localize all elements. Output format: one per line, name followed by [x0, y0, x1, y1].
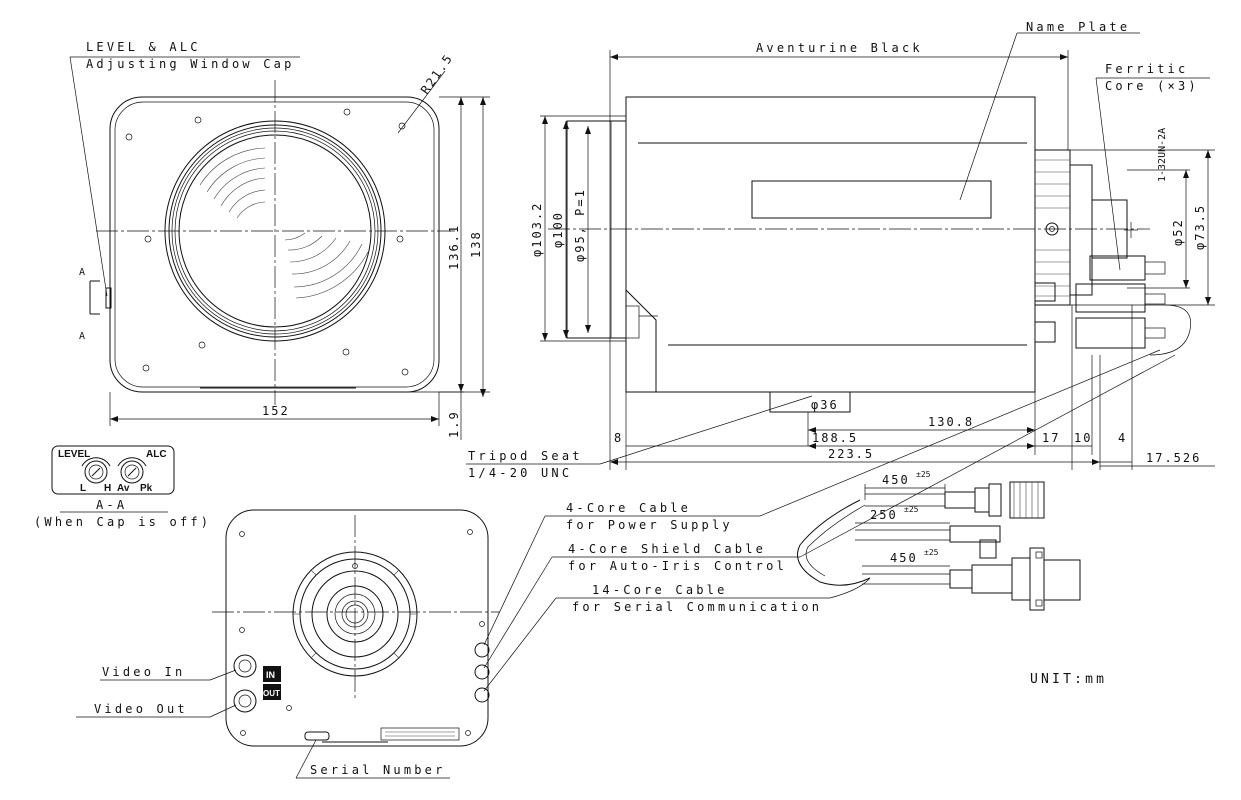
section-mark-a-top: A: [79, 267, 85, 278]
auto-iris-connector: [949, 525, 1001, 543]
alc-knob-label: ALC: [146, 449, 167, 460]
dim-height-138: 138: [469, 230, 483, 258]
cable2-tolerance: ±25: [904, 505, 919, 514]
front-screws: [125, 108, 409, 376]
dim-dia-36: φ36: [811, 398, 839, 412]
dim-len-4: 4: [1118, 431, 1127, 445]
video-out-label: Video Out: [94, 702, 188, 716]
cable2-length: 250: [870, 508, 898, 522]
section-note: (When Cap is off): [34, 515, 211, 529]
cable3-tolerance: ±25: [924, 548, 939, 557]
dim-len-188-5: 188.5: [812, 431, 858, 445]
adjusting-window-cap: [105, 287, 112, 309]
video-in-connector: [233, 654, 257, 678]
rear-body-outline: [225, 509, 489, 747]
video-out-connector: [233, 689, 257, 713]
cable2-title: 4-Core Shield Cable: [568, 542, 766, 556]
thread-spec-label: 1-32UN-2A: [1157, 128, 1168, 182]
dim-len-130-8: 130.8: [928, 415, 974, 429]
level-knob-label: LEVEL: [58, 449, 90, 460]
knob-av-label: Av: [117, 483, 130, 494]
adjusting-cap-label: Adjusting Window Cap: [86, 57, 295, 71]
knob-l-label: L: [80, 483, 86, 494]
serial-number-label: Serial Number: [310, 763, 446, 777]
side-view: Name Plate Aventurine Black Ferritic Cor…: [466, 20, 1215, 480]
cable-gland-2: [474, 664, 490, 680]
cable3-purpose: for Serial Communication: [572, 600, 822, 614]
front-view: A A LEVEL & ALC Adjusting Window Cap R21…: [69, 40, 490, 440]
dim-dia-95: φ95, P=1: [573, 188, 587, 262]
cable-gland-1: [474, 642, 490, 658]
serial-connector: [949, 569, 973, 589]
side-body-outline: [625, 96, 1036, 393]
cable3-title: 14-Core Cable: [592, 583, 728, 597]
section-a-a: LEVEL ALC L H Av Pk A-A (When Cap is off…: [34, 445, 211, 529]
dim-len-8: 8: [614, 431, 623, 445]
in-badge-label: IN: [266, 670, 275, 680]
rear-view: IN OUT Video In Video Out Serial Number: [76, 509, 500, 779]
alc-knob: [120, 460, 144, 484]
cable2-purpose: for Auto-Iris Control: [568, 559, 787, 573]
rear-knurled-ring: [1034, 149, 1071, 306]
dim-offset-1-9: 1.9: [447, 410, 461, 438]
cable-gland-3: [474, 687, 490, 703]
ferrite-core-3: [1075, 317, 1146, 349]
tripod-thread-label: 1/4-20 UNC: [468, 466, 572, 480]
serial-number-slot: [304, 731, 330, 741]
power-connector: [944, 491, 976, 509]
level-knob: [84, 460, 108, 484]
in-badge: [263, 666, 281, 682]
tripod-seat-label: Tripod Seat: [468, 449, 583, 463]
color-finish-label: Aventurine Black: [756, 41, 923, 55]
out-badge: [263, 684, 281, 700]
dim-dia-103-2: φ103.2: [530, 202, 544, 257]
ferritic-label: Ferritic: [1105, 62, 1188, 76]
out-badge-label: OUT: [263, 689, 280, 698]
name-plate-label: Name Plate: [1026, 20, 1130, 34]
cable1-length: 450: [882, 473, 910, 487]
dim-dia-73-5: φ73.5: [1193, 204, 1207, 250]
knob-pk-label: Pk: [140, 483, 153, 494]
dim-dia-100: φ100: [551, 211, 565, 248]
knob-h-label: H: [104, 483, 111, 494]
cable1-tolerance: ±25: [916, 470, 931, 479]
unit-label: UNIT:mm: [1030, 672, 1107, 687]
section-title: A-A: [96, 498, 127, 512]
radius-label: R21.5: [418, 51, 456, 97]
dim-len-17-526: 17.526: [1146, 451, 1201, 465]
dim-len-10: 10: [1074, 431, 1092, 445]
knob-panel: [51, 445, 175, 495]
core-count-label: Core (×3): [1105, 79, 1199, 93]
level-alc-label: LEVEL & ALC: [86, 40, 201, 54]
ferrite-core-1: [1089, 255, 1146, 281]
cable-callouts: 4-Core Cable for Power Supply 4-Core Shi…: [483, 349, 1176, 692]
dim-width-152: 152: [262, 404, 290, 418]
cable1-purpose: for Power Supply: [566, 518, 733, 532]
rating-plate: [380, 727, 460, 741]
dim-len-223-5: 223.5: [828, 447, 874, 461]
lens-reflection-arcs: [199, 147, 369, 299]
video-in-label: Video In: [102, 665, 185, 679]
name-plate: [751, 180, 992, 219]
cable3-length: 450: [890, 551, 918, 565]
dim-height-136-1: 136.1: [447, 224, 461, 270]
dim-len-17: 17: [1042, 431, 1060, 445]
dim-dia-52: φ52: [1171, 218, 1185, 246]
section-mark-a-bottom: A: [79, 331, 85, 342]
front-body-outline: [109, 96, 440, 393]
cable1-title: 4-Core Cable: [566, 501, 691, 515]
